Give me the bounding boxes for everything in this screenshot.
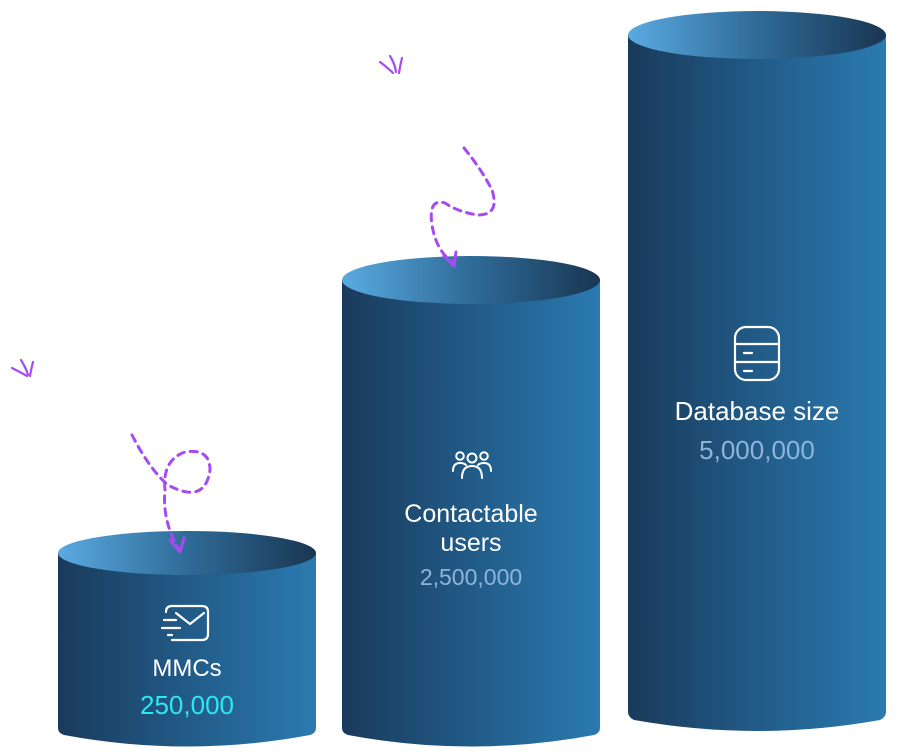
database-icon <box>733 325 781 382</box>
users-group-icon <box>452 451 492 479</box>
sparkle-doodle <box>10 358 35 378</box>
dashed-arrow-doodle <box>130 433 212 550</box>
cylinder-value-mmcs: 250,000 <box>140 690 234 720</box>
cylinder-title-mmcs: MMCs <box>152 655 222 682</box>
mail-fast-icon <box>160 604 210 642</box>
cylinder-database-size <box>628 11 886 731</box>
cylinder-title-contactable-users-line2: users <box>440 529 502 557</box>
cylinder-title-database-size: Database size <box>674 396 840 426</box>
cylinder-title-contactable-users-line1: Contactable <box>404 500 538 528</box>
arrowhead-doodle <box>442 250 458 268</box>
cylinder-mmcs <box>58 531 316 747</box>
cylinder-value-database-size: 5,000,000 <box>699 435 815 465</box>
cylinder-contactable-users <box>342 256 600 747</box>
arrowhead-doodle <box>168 536 186 554</box>
dashed-squiggle-doodle <box>429 146 496 264</box>
cylinder-value-contactable-users: 2,500,000 <box>419 564 523 590</box>
sparkle-doodle <box>378 54 404 75</box>
